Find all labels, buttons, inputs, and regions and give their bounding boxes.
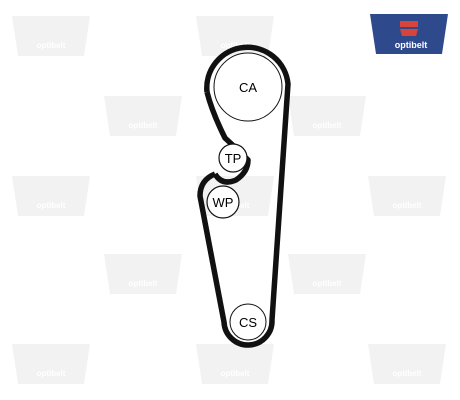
camshaft-pulley: CA xyxy=(213,52,283,122)
watermark-text: optibelt xyxy=(129,279,158,288)
watermark-text: optibelt xyxy=(129,121,158,130)
crankshaft-pulley: CS xyxy=(229,303,267,341)
watermark-text: optibelt xyxy=(221,41,250,50)
logo-text: optibelt xyxy=(395,40,428,50)
belt-inner-run xyxy=(204,91,251,185)
pulley-label-ca: CA xyxy=(239,80,257,95)
watermark-text: optibelt xyxy=(313,279,342,288)
timing-belt xyxy=(197,44,291,348)
watermark-text: optibelt xyxy=(37,201,66,210)
watermark-logo: optibelt xyxy=(12,344,90,384)
watermark-logo: optibelt xyxy=(196,344,274,384)
watermark-logo: optibelt xyxy=(104,254,182,294)
logo-mark xyxy=(400,21,418,27)
pulley-label-wp: WP xyxy=(213,195,234,210)
water-pump-pulley: WP xyxy=(206,185,240,219)
tensioner-pulley: TP xyxy=(218,143,248,173)
pulley-label-tp: TP xyxy=(225,151,242,166)
watermark-logo: optibelt xyxy=(288,254,366,294)
watermark-text: optibelt xyxy=(393,201,422,210)
watermark-logo: optibelt xyxy=(368,344,446,384)
optibelt-logo: optibelt xyxy=(370,14,448,54)
watermark-text: optibelt xyxy=(221,369,250,378)
watermark-text: optibelt xyxy=(393,369,422,378)
belt-outer-run xyxy=(197,44,291,348)
pulley-label-cs: CS xyxy=(239,315,257,330)
logo-mark xyxy=(400,29,418,36)
watermark-logo: optibelt xyxy=(12,16,90,56)
watermark-text: optibelt xyxy=(37,41,66,50)
watermark-logo: optibelt xyxy=(104,96,182,136)
watermark-text: optibelt xyxy=(313,121,342,130)
watermark-logo: optibelt xyxy=(12,176,90,216)
watermark-logo: optibelt xyxy=(288,96,366,136)
pulleys: CA TP WP CS xyxy=(206,52,283,341)
watermark-text: optibelt xyxy=(37,369,66,378)
watermark-logo: optibelt xyxy=(368,176,446,216)
